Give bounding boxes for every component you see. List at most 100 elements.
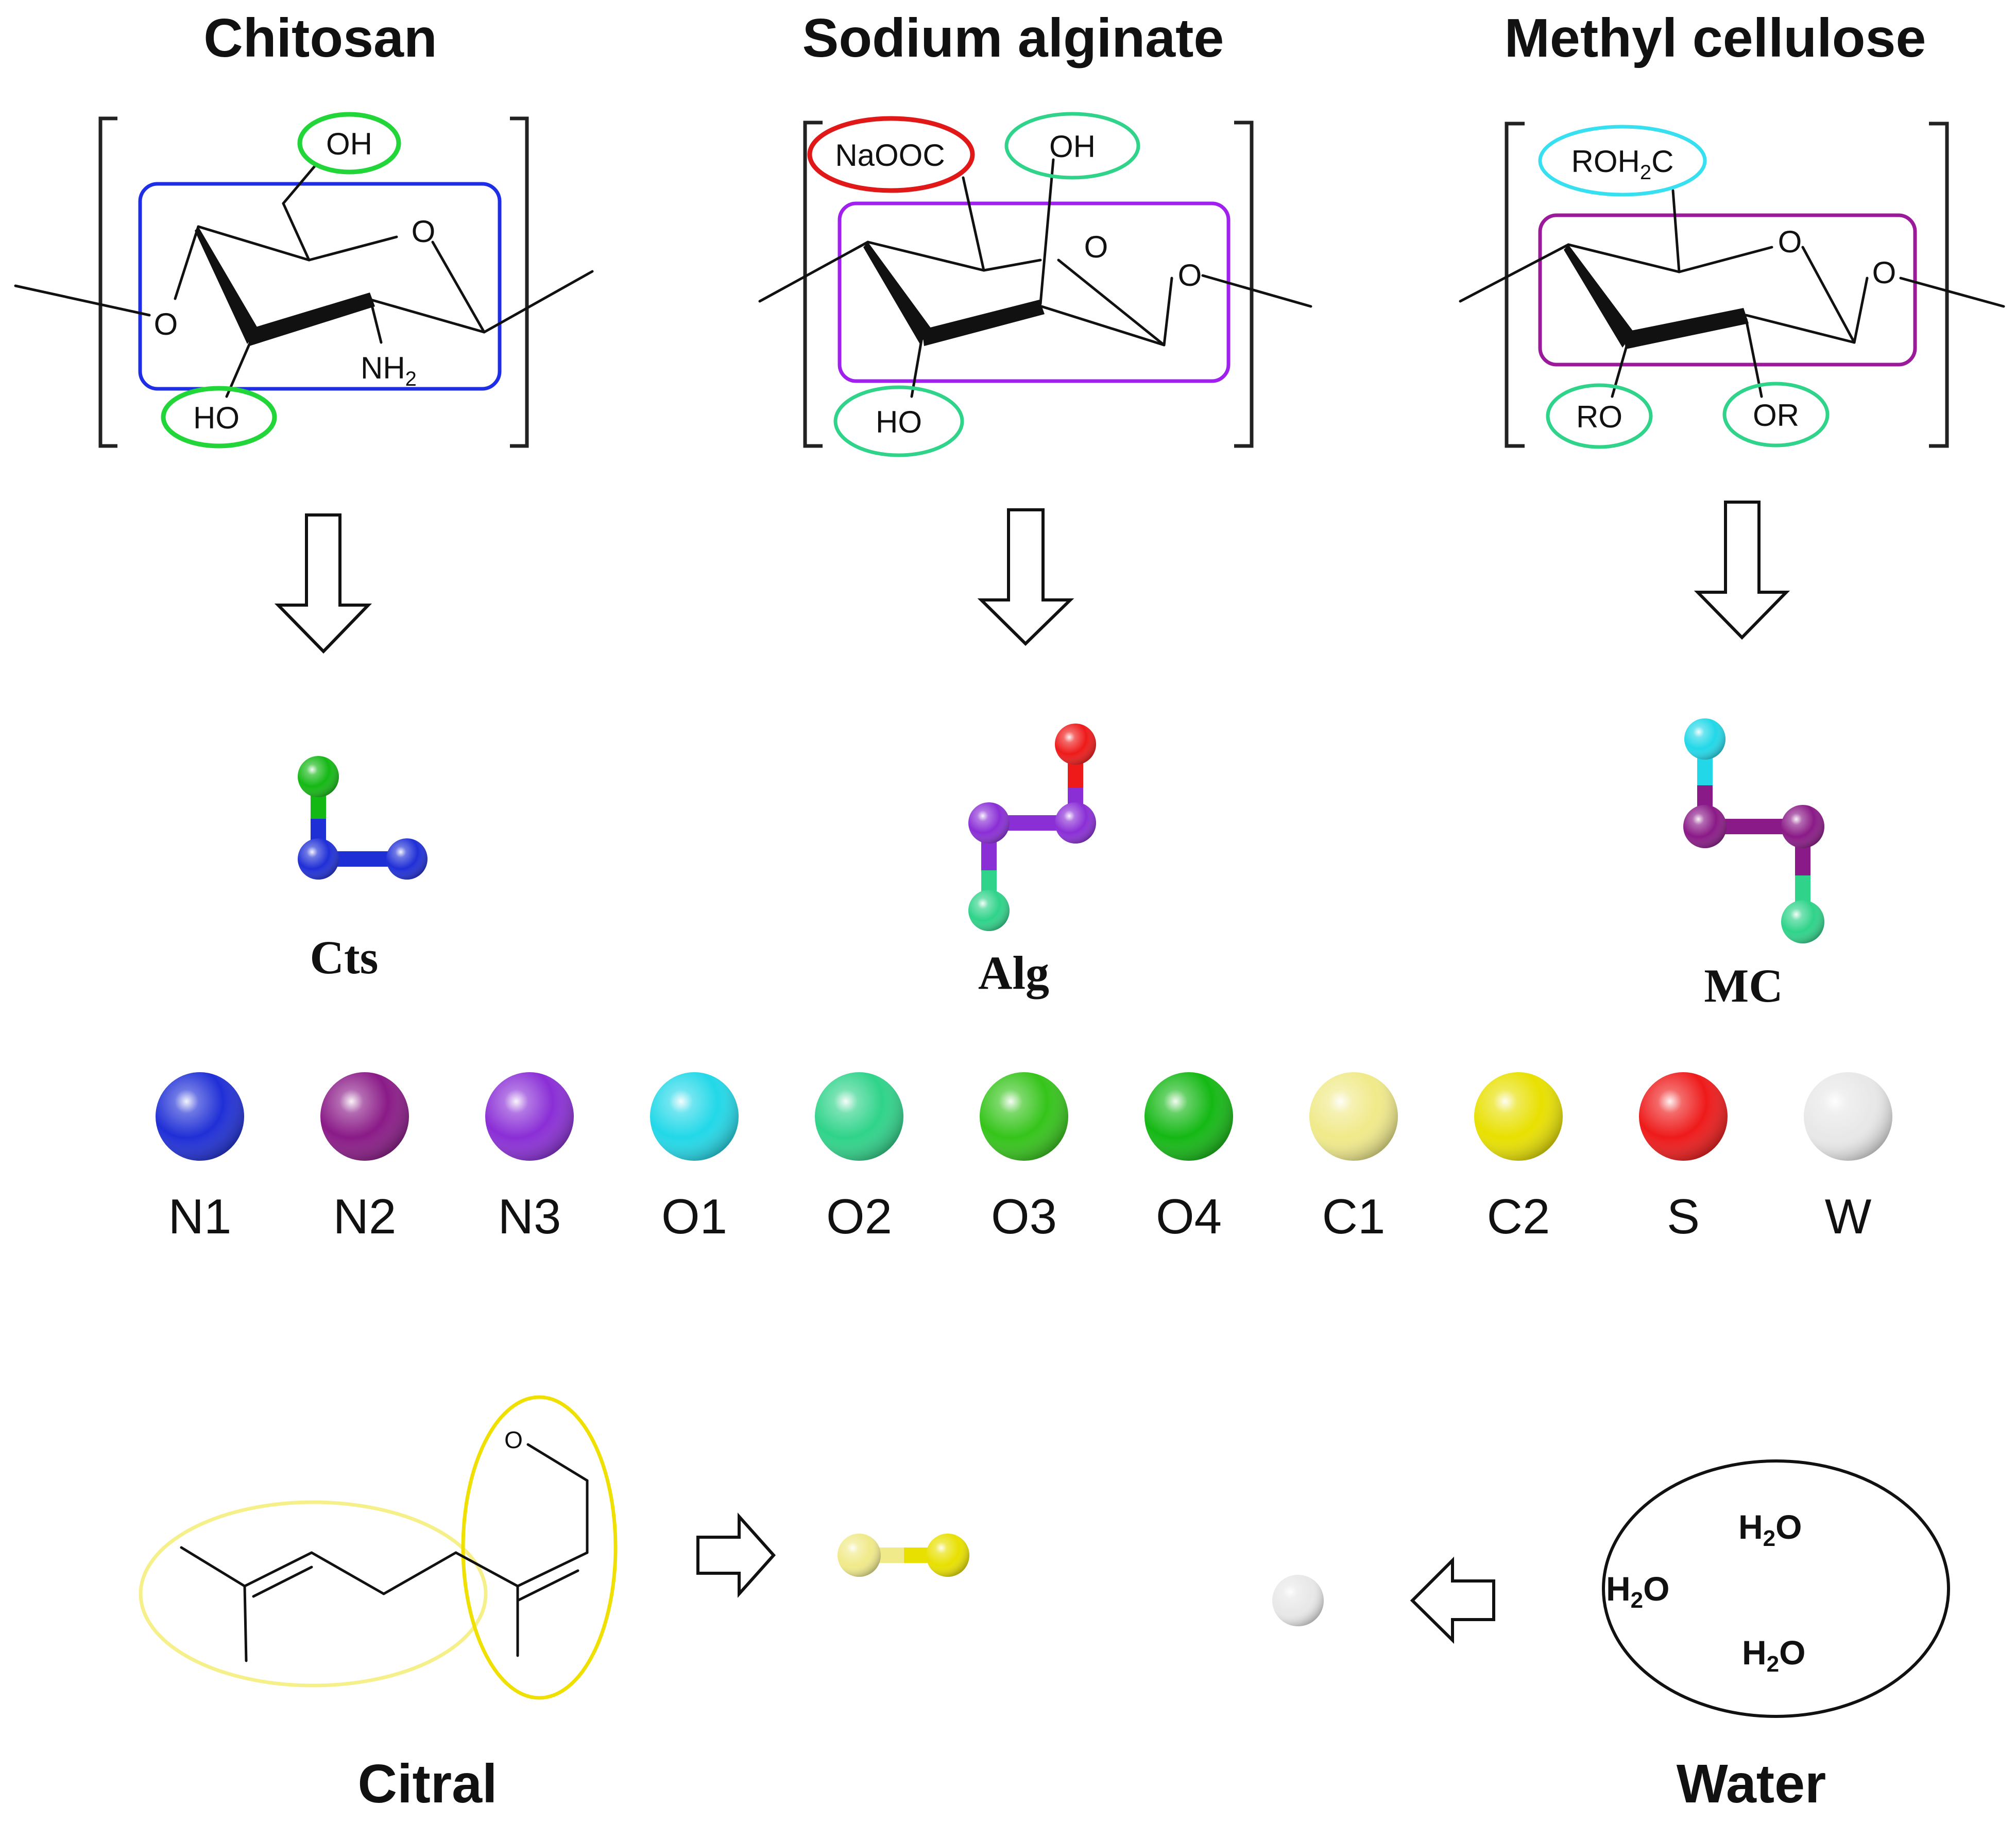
water-title: Water [1677, 1753, 1826, 1814]
methyl-cellulose-title: Methyl cellulose [1505, 8, 1926, 68]
chitosan-title: Chitosan [203, 8, 437, 68]
legend-label-n1: N1 [168, 1189, 232, 1244]
chitosan-mapping-arrow [274, 513, 372, 654]
legend-item-s: S [1639, 1072, 1728, 1244]
chitosan-ho-highlight [161, 386, 277, 449]
sodium-alginate-title: Sodium alginate [802, 8, 1224, 68]
legend-label-o2: O2 [826, 1189, 892, 1244]
citral-structure: O [139, 1395, 618, 1700]
water-molecule-label: H2O [1606, 1570, 1670, 1613]
mc-link-oxygen: O [1872, 255, 1897, 290]
water-reservoir-ellipse [1602, 1459, 1950, 1718]
legend-item-c2: C2 [1474, 1072, 1563, 1244]
bead-shine [1781, 900, 1824, 943]
bead-shine [1055, 802, 1096, 844]
bead-shine [1683, 805, 1727, 848]
bead-shine [838, 1534, 881, 1577]
alginate-oh-highlight [1004, 112, 1140, 180]
mc-mapping-arrow [1694, 501, 1790, 640]
bead-shine [298, 756, 339, 797]
water-molecule-label: H2O [1738, 1508, 1802, 1551]
alginate-naooc-label: NaOOC [835, 138, 945, 173]
citral-carbonyl-oxygen: O [504, 1426, 523, 1453]
legend-bead-shine [815, 1072, 903, 1161]
bead-shine [1684, 718, 1725, 760]
legend-bead-shine [650, 1072, 739, 1161]
chitosan-structure: O O NH2 OH HO [14, 112, 594, 449]
chitosan-oh-highlight [297, 112, 401, 175]
citral-head-highlight [461, 1395, 618, 1700]
legend-item-o3: O3 [980, 1072, 1068, 1244]
left-bracket [803, 121, 823, 448]
mc-roh2c-highlight [1538, 125, 1707, 197]
right-bracket [1929, 122, 1949, 448]
citral-cg-model [838, 1534, 969, 1577]
legend-bead-shine [1639, 1072, 1728, 1161]
backbone-highlight-box [838, 201, 1231, 383]
citral-tail-highlight [139, 1500, 488, 1688]
cts-cg-model [298, 756, 428, 880]
bead-shine [1272, 1575, 1324, 1626]
bead-shine [1055, 724, 1096, 765]
legend-bead-shine [980, 1072, 1068, 1161]
bead-shine [926, 1534, 969, 1577]
chitosan-ring-oxygen: O [412, 214, 436, 249]
chitosan-ho-label: HO [193, 401, 240, 435]
left-bracket [1505, 122, 1525, 448]
legend-label-c1: C1 [1322, 1189, 1386, 1244]
legend-item-n3: N3 [485, 1072, 574, 1244]
citral-title: Citral [358, 1753, 498, 1814]
methyl-cellulose-structure: O O ROH2C RO OR [1459, 122, 2005, 449]
legend-label-n3: N3 [498, 1189, 561, 1244]
legend-bead-shine [1474, 1072, 1563, 1161]
alginate-ho-highlight [833, 385, 964, 457]
water-cg-model [1272, 1575, 1324, 1626]
legend-item-n2: N2 [320, 1072, 409, 1244]
backbone-highlight-box [1538, 213, 1917, 367]
alginate-ring-oxygen: O [1084, 230, 1108, 264]
bead-shine [968, 802, 1010, 844]
water-mapping-arrow [1410, 1556, 1495, 1644]
mc-roh2c-label: ROH2C [1571, 144, 1674, 184]
legend-bead-shine [156, 1072, 244, 1161]
mc-or-highlight [1722, 382, 1830, 448]
legend-item-c1: C1 [1309, 1072, 1398, 1244]
bead-shine [386, 838, 428, 880]
chitosan-oh-label: OH [326, 127, 372, 161]
legend-item-o4: O4 [1144, 1072, 1233, 1244]
legend-label-o4: O4 [1156, 1189, 1222, 1244]
mc-ring-oxygen: O [1778, 225, 1802, 259]
legend-bead-shine [1144, 1072, 1233, 1161]
legend-label-s: S [1667, 1189, 1700, 1244]
bead-shine [968, 890, 1010, 931]
citral-mapping-arrow [696, 1512, 776, 1598]
chitosan-link-oxygen: O [154, 307, 178, 341]
legend-label-n2: N2 [333, 1189, 397, 1244]
legend-bead-shine [485, 1072, 574, 1161]
bead-shine [298, 838, 339, 880]
legend-item-w: W [1804, 1072, 1892, 1244]
backbone-highlight-box [138, 182, 502, 391]
right-bracket [1234, 121, 1254, 448]
chitosan-amine-label: NH2 [361, 351, 417, 390]
right-bracket [510, 116, 529, 448]
bead-shine [1781, 805, 1824, 848]
legend-item-o1: O1 [650, 1072, 739, 1244]
legend-bead-shine [1309, 1072, 1398, 1161]
sodium-alginate-structure: O O NaOOC OH HO [758, 112, 1312, 457]
alginate-oh-label: OH [1049, 129, 1096, 164]
alginate-mapping-arrow [977, 508, 1074, 646]
mc-ro-label: RO [1576, 400, 1622, 434]
mc-label: MC [1704, 959, 1783, 1012]
legend-label-w: W [1825, 1189, 1872, 1244]
legend-item-n1: N1 [156, 1072, 244, 1244]
alginate-link-oxygen: O [1178, 258, 1202, 293]
water-molecules: H2O H2O H2O [1602, 1459, 1950, 1718]
alg-label: Alg [978, 947, 1049, 999]
legend-label-o1: O1 [661, 1189, 727, 1244]
mc-ro-highlight [1546, 383, 1653, 449]
legend-label-o3: O3 [991, 1189, 1057, 1244]
legend-bead-shine [320, 1072, 409, 1161]
